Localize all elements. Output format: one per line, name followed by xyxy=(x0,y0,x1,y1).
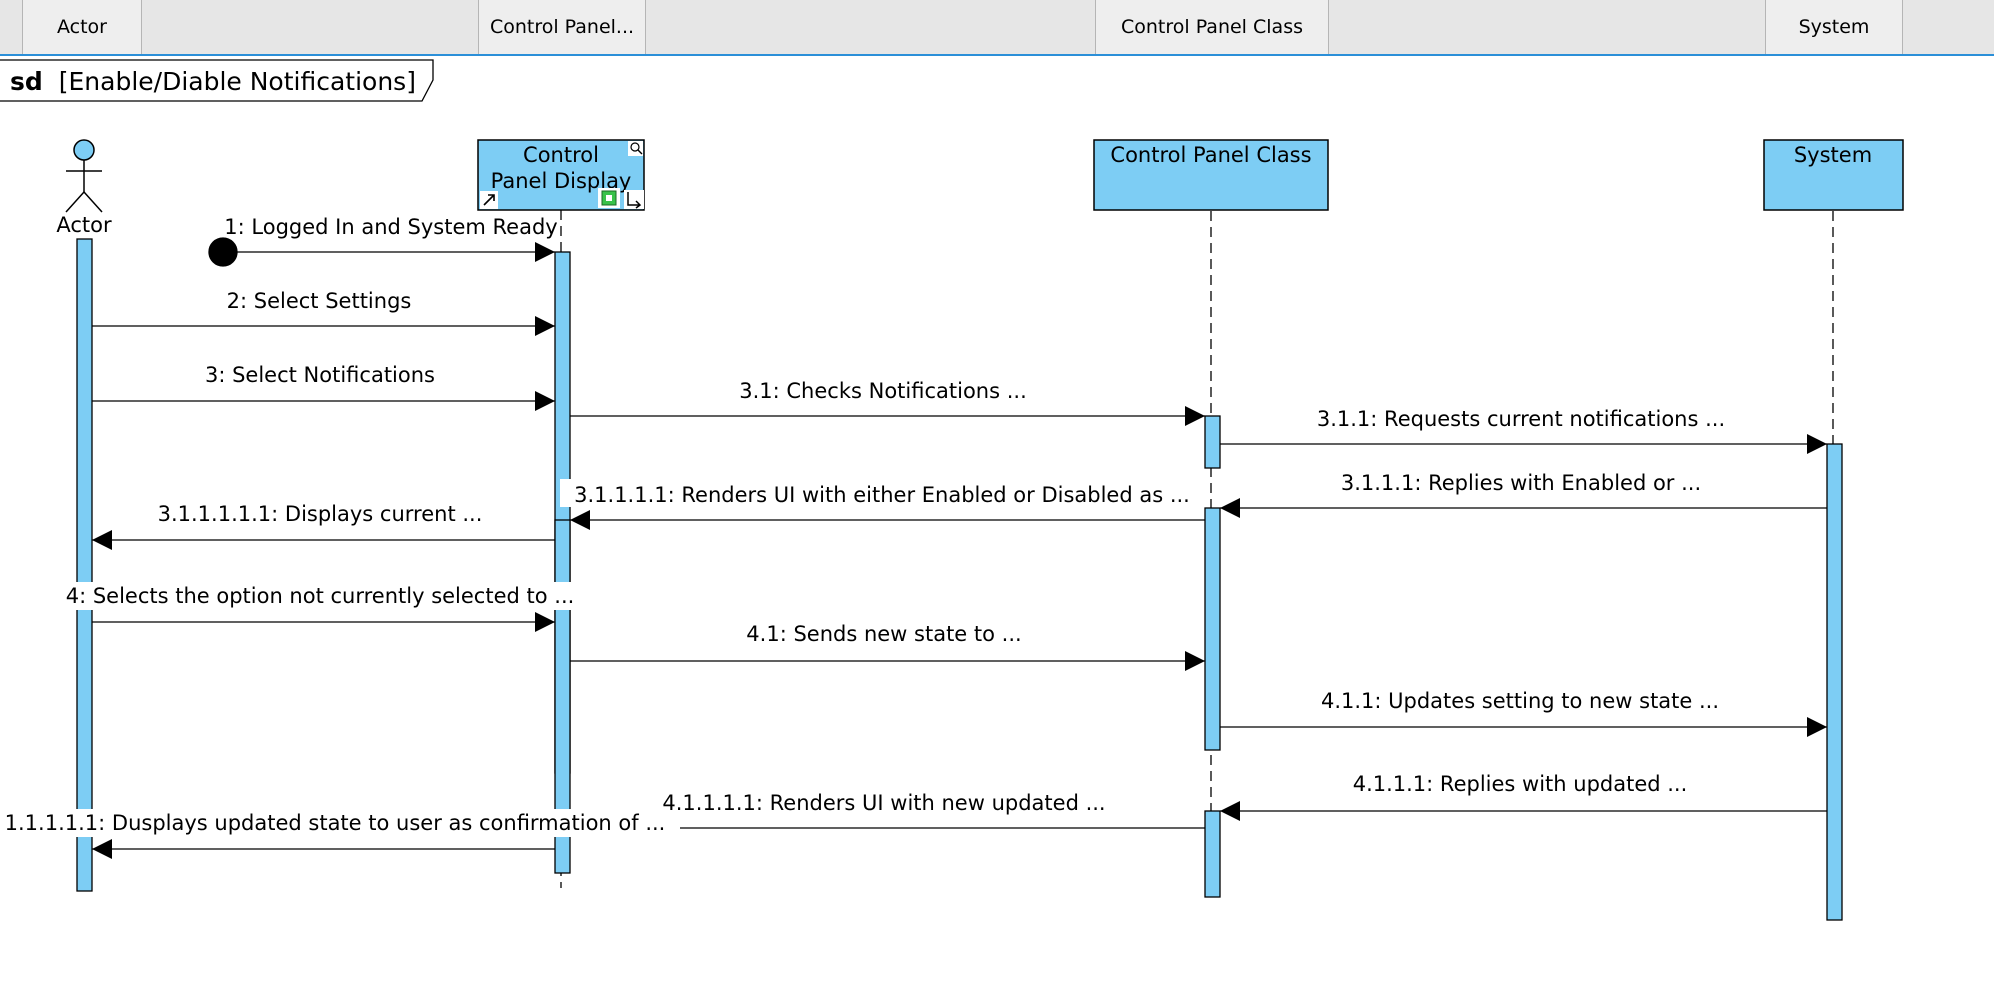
link-arrow-icon[interactable] xyxy=(480,191,498,209)
lifeline-system[interactable]: System xyxy=(1763,139,1904,211)
header-system[interactable]: System xyxy=(1765,0,1903,54)
message-label: 3.1.1.1: Replies with Enabled or ... xyxy=(1341,471,1701,495)
message-label: 3.1.1.1.1: Renders UI with either Enable… xyxy=(574,483,1190,507)
message-4-1-1-1-1-1[interactable]: 1.1.1.1.1: Dusplays updated state to use… xyxy=(0,809,670,859)
frame-label-box xyxy=(0,59,434,102)
activation-bar-actor[interactable] xyxy=(76,238,93,892)
message-label: 4.1.1: Updates setting to new state ... xyxy=(1321,689,1719,713)
model-element-icon[interactable] xyxy=(598,188,620,208)
message-label: 1.1.1.1.1: Dusplays updated state to use… xyxy=(5,811,666,835)
messages: 1: Logged In and System Ready 2: Select … xyxy=(0,215,1827,859)
frame-title: [Enable/Diable Notifications] xyxy=(59,67,416,96)
system-name: System xyxy=(1794,143,1872,167)
lifeline-control-panel-class[interactable]: Control Panel Class xyxy=(1093,139,1329,211)
activation-bar-system[interactable] xyxy=(1826,443,1843,921)
message-3[interactable]: 3: Select Notifications xyxy=(92,363,555,411)
message-label: 1: Logged In and System Ready xyxy=(224,215,557,239)
system-head-box xyxy=(1763,139,1904,211)
message-1[interactable]: 1: Logged In and System Ready xyxy=(208,215,558,267)
display-name-line1: Control xyxy=(523,143,599,167)
message-label: 3.1.1: Requests current notifications ..… xyxy=(1317,407,1725,431)
message-label: 3.1: Checks Notifications ... xyxy=(739,379,1027,403)
message-3-1-1-1-1[interactable]: 3.1.1.1.1: Renders UI with either Enable… xyxy=(560,479,1205,530)
message-3-1[interactable]: 3.1: Checks Notifications ... xyxy=(570,379,1205,426)
message-label: 4: Selects the option not currently sele… xyxy=(66,584,575,608)
resize-handle-icon[interactable] xyxy=(624,190,644,209)
header-control-panel-class[interactable]: Control Panel Class xyxy=(1095,0,1329,54)
message-label: 2: Select Settings xyxy=(227,289,412,313)
zoom-icon[interactable] xyxy=(628,141,643,156)
header-actor[interactable]: Actor xyxy=(22,0,142,54)
message-4-1-1-1-1[interactable]: 4.1.1.1.1: Renders UI with new updated .… xyxy=(662,791,1205,829)
message-label: 4.1: Sends new state to ... xyxy=(746,622,1021,646)
class-name: Control Panel Class xyxy=(1110,143,1311,167)
lifeline-actor[interactable]: Actor xyxy=(56,139,112,237)
message-4-1-1[interactable]: 4.1.1: Updates setting to new state ... xyxy=(1220,689,1827,737)
frame-keyword: sd xyxy=(10,67,43,96)
message-3-1-1-1[interactable]: 3.1.1.1: Replies with Enabled or ... xyxy=(1220,471,1827,518)
class-head-box xyxy=(1093,139,1329,211)
message-4-1-1-1[interactable]: 4.1.1.1: Replies with updated ... xyxy=(1220,772,1827,821)
message-2[interactable]: 2: Select Settings xyxy=(92,289,555,336)
activation-bar-class-1[interactable] xyxy=(1204,415,1221,469)
actor-name: Actor xyxy=(56,213,112,237)
message-label: 3: Select Notifications xyxy=(205,363,435,387)
interaction-frame: sd [Enable/Diable Notifications] xyxy=(0,59,434,102)
message-4-1[interactable]: 4.1: Sends new state to ... xyxy=(570,622,1205,671)
message-label: 3.1.1.1.1.1: Displays current ... xyxy=(158,502,483,526)
message-3-1-1-1-1-1[interactable]: 3.1.1.1.1.1: Displays current ... xyxy=(92,502,555,550)
message-4[interactable]: 4: Selects the option not currently sele… xyxy=(60,582,580,632)
lifeline-header-bar: Actor Control Panel... Control Panel Cla… xyxy=(0,0,1994,56)
actor-head-icon xyxy=(73,139,95,161)
activation-bar-class-3[interactable] xyxy=(1204,810,1221,898)
lifeline-control-panel-display[interactable]: Control Panel Display xyxy=(477,139,645,211)
message-3-1-1[interactable]: 3.1.1: Requests current notifications ..… xyxy=(1220,407,1827,454)
header-control-panel-display[interactable]: Control Panel... xyxy=(478,0,646,54)
activation-bar-class-2[interactable] xyxy=(1204,507,1221,751)
svg-text:sd [Enable/Diable Notifi: sd [Enable/Diable Notifications] xyxy=(10,67,416,96)
message-label: 4.1.1.1: Replies with updated ... xyxy=(1353,772,1688,796)
message-label: 4.1.1.1.1: Renders UI with new updated .… xyxy=(662,791,1105,815)
